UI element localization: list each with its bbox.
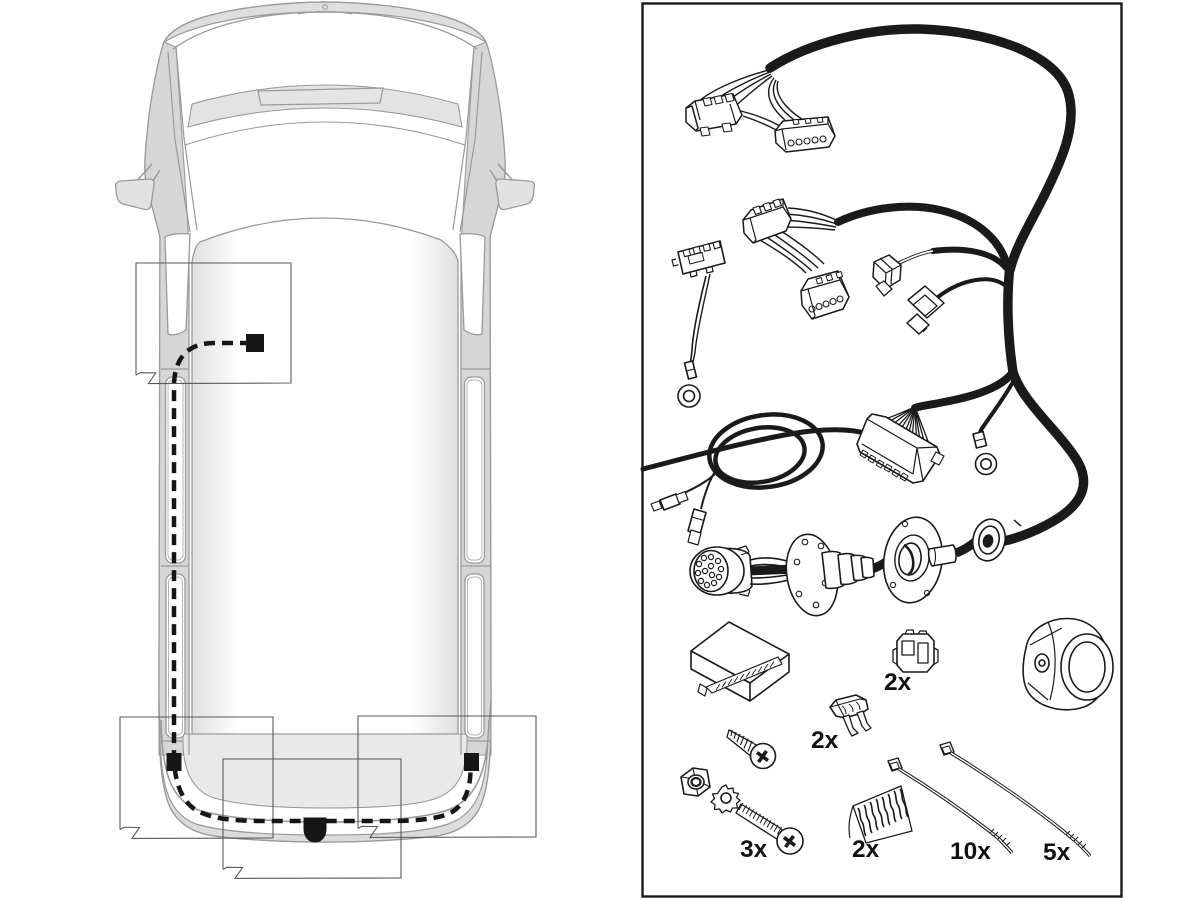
svg-text:3x: 3x	[740, 836, 768, 863]
svg-text:2x: 2x	[811, 727, 839, 754]
svg-text:10x: 10x	[950, 838, 991, 865]
svg-text:5x: 5x	[1043, 839, 1071, 866]
svg-text:2x: 2x	[852, 836, 880, 863]
svg-text:2x: 2x	[884, 669, 912, 696]
